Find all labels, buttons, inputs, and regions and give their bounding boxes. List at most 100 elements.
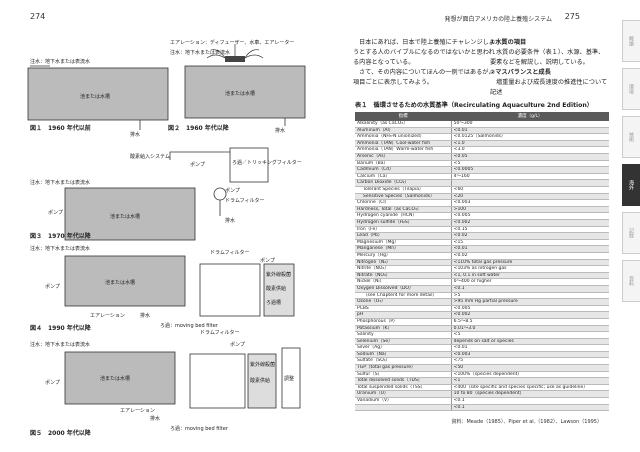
section-tab[interactable]: 海外	[622, 164, 640, 206]
fig4-pump2-label: ポンプ	[45, 283, 60, 290]
fig5-pump2-label: ポンプ	[45, 379, 60, 386]
table-row: Salinity<5	[355, 331, 609, 339]
parameter-cell: pH	[355, 311, 452, 319]
table-row: TGP（total gas pressure）<50	[355, 364, 609, 372]
table-row: Ozone（O₃）>95 mm Hg partial pressure	[355, 298, 609, 306]
value-cell: <0.05	[450, 153, 609, 161]
side-notes: ①水質の項目 水質の必要条件（表１）、水源、基準、要素などを解説し、説明している…	[490, 38, 610, 98]
section-tab[interactable]: 記録	[622, 212, 640, 254]
parameter-cell: Hydrogen sulfide（H₂S）	[355, 219, 452, 227]
value-cell: <0.005	[450, 212, 609, 220]
section-tab[interactable]: 資料	[622, 260, 640, 302]
parameter-cell: Barium（Ba）	[355, 160, 452, 168]
parameter-cell: Chlorine（Cl）	[355, 199, 452, 207]
fig5-caption: 図５ 2000 年代以降	[30, 429, 92, 437]
parameter-cell: Ammonia（TAN）Warm-water fish	[355, 146, 452, 155]
table-row: Sulfur（S）<100%（species dependent）	[355, 371, 609, 379]
body-paragraph: さて、その内容についてほんの一例ではあるが、項目ごとに表示してみよう。	[353, 69, 495, 86]
table-row: Hardness, Total（as CaCO₃）>100	[355, 206, 609, 214]
table-row: Selenium（Se）depends on salt or species	[355, 338, 609, 346]
parameter-cell: TGP（total gas pressure）	[355, 364, 452, 372]
table-row: Total suspended solids（TSS）<400（site spe…	[355, 384, 609, 392]
fig4-oxygen-label: 酸素供給	[266, 285, 286, 292]
value-cell: >5	[450, 292, 609, 300]
fig5-uv-label: 紫外線殺菌	[250, 361, 275, 368]
section-tabs: 概論環境技術海外記録資料	[618, 20, 640, 320]
note-text: 水質の必要条件（表１）、水源、基準、要素などを解説し、説明している。	[490, 49, 605, 66]
note-text: 増重量および成長速度の推進性について記述	[490, 79, 608, 96]
parameter-cell: Magnesium（Mg）	[355, 239, 452, 247]
table-row: Nitrate（NO₃）<1, 0.1 in soft water	[355, 272, 609, 280]
body-text: 日本にあれば、日本で陸上養殖にチャレンジしようとする人のバイブルになるのではない…	[353, 38, 498, 88]
parameter-cell: Ozone（O₃）	[355, 298, 452, 306]
fig3-tank	[64, 187, 196, 241]
fig3-pump1-label: ポンプ	[190, 161, 205, 168]
fig1-inflow-label: 注水：地下水または表流水	[30, 58, 90, 65]
fig3-oxygen-label: 酸素給入システム	[130, 153, 170, 160]
value-cell: <0.01	[450, 344, 609, 352]
parameter-cell: Sulfur（S）	[355, 371, 452, 379]
figure-2: エアレーション：ディフューザー、水車、エアレーター 注水：地下水または表流水 池…	[168, 39, 306, 134]
parameter-cell: Hydrogen cyanide（HCN）	[355, 212, 452, 220]
parameter-cell: Arsenic（As）	[355, 153, 452, 161]
aquaculture-system-diagrams: 注水：地下水または表流水 池または水槽 排水 図１ 1960 年代以前 エアレー…	[27, 39, 306, 437]
fig4-inflow-label: 注水：地下水または表流水	[30, 245, 90, 252]
figure-5: ドラムフィルター 注水：地下水または表流水 ポンプ 池または水槽 ポンプ エアレ…	[30, 329, 301, 437]
value-cell: <0.02	[450, 232, 609, 240]
table-row: Nitrogen（N₂）<110% total gas pressure	[355, 259, 609, 267]
value-cell: <5	[450, 331, 609, 339]
section-tab[interactable]: 技術	[622, 116, 640, 158]
fig3-caption: 図３ 1970 年代以降	[30, 232, 92, 240]
section-tab[interactable]: 環境	[622, 68, 640, 110]
table-row: Sulfate（SO₄）<75	[355, 357, 609, 366]
section-tab[interactable]: 概論	[622, 20, 640, 62]
parameter-cell: Manganese（Mn）	[355, 245, 452, 253]
fig4-uv-label: 紫外線殺菌	[266, 271, 291, 278]
fig4-mbbr-label: ろ過：moving bed filter	[160, 322, 219, 329]
value-cell: <0.01	[450, 127, 609, 135]
table-row: Ammonia（TAN）Warm-water fish<3.0	[355, 146, 609, 155]
parameter-cell: Calcium（Ca）	[355, 173, 452, 181]
table-row: Ammonia（TAN）Cool-water fish<1.0	[355, 140, 609, 148]
table-row: Iron（Fe）<0.15	[355, 226, 609, 234]
parameter-cell: （see Chapter4 for more detail）	[355, 292, 452, 300]
value-cell	[450, 179, 609, 188]
table-row: Nickel（Ni）0～400 or higher	[355, 278, 609, 286]
table-row: <0.1	[355, 404, 609, 412]
fig3-trickling-label: ろ過／トリッキングフィルター	[232, 159, 302, 166]
parameter-cell: Total dissolved solids（TDS）	[355, 377, 452, 385]
note-heading: ①水質の項目	[490, 39, 527, 46]
system-diagrams: 注水：地下水または表流水 池または水槽 排水 図１ 1960 年代以前 エアレー…	[20, 30, 320, 440]
column-header: 指標	[355, 112, 452, 121]
parameter-cell: Carbon Dioxide（CO₂）	[355, 179, 452, 188]
value-cell: <103% as nitrogen gas	[450, 265, 609, 273]
note-heading: ②マスバランスと成長	[490, 69, 551, 76]
parameter-cell: Tolerant Species（Tilapia）	[355, 186, 452, 194]
parameter-cell: Silver（Ag）	[355, 344, 452, 352]
table-row: Lead（Pb）<0.02	[355, 232, 609, 240]
parameter-cell: Aluminum（Al）	[355, 127, 452, 135]
parameter-cell: Lead（Pb）	[355, 232, 452, 240]
value-cell: <0.01	[450, 245, 609, 253]
value-cell: <100%（species dependent）	[450, 371, 609, 379]
parameter-cell: Salinity	[355, 331, 452, 339]
value-cell: <0.0125（Salmonids）	[450, 133, 609, 141]
fig3-drum-label: ドラムフィルター	[225, 197, 264, 204]
page-header-left: 274	[30, 12, 46, 21]
table-row: Cadmium（Cd）<0.0005	[355, 166, 609, 174]
fig5-inflow-label: 注水：地下水または表流水	[30, 341, 90, 348]
fig5-oxygen-label: 酸素供給	[250, 377, 270, 384]
fig5-adjust-label: 調整	[284, 375, 294, 382]
running-title: 発想が面白アメリカの陸上養殖システム	[444, 16, 552, 23]
column-header: 濃度（g/L）	[451, 112, 609, 121]
parameter-cell: Mercury（Hg）	[355, 252, 452, 260]
table-row: Barium（Ba）<5	[355, 160, 609, 168]
fig3-inflow-label: 注水：地下水または表流水	[30, 179, 90, 186]
table-row: pH<0.002	[355, 311, 609, 319]
fig1-drain-label: 排水	[130, 131, 140, 138]
value-cell: <0.0005	[450, 166, 609, 174]
value-cell: depends on salt or species	[450, 338, 609, 346]
fig2-tank	[184, 65, 306, 119]
fig4-tank-label: 池または水槽	[105, 279, 135, 286]
